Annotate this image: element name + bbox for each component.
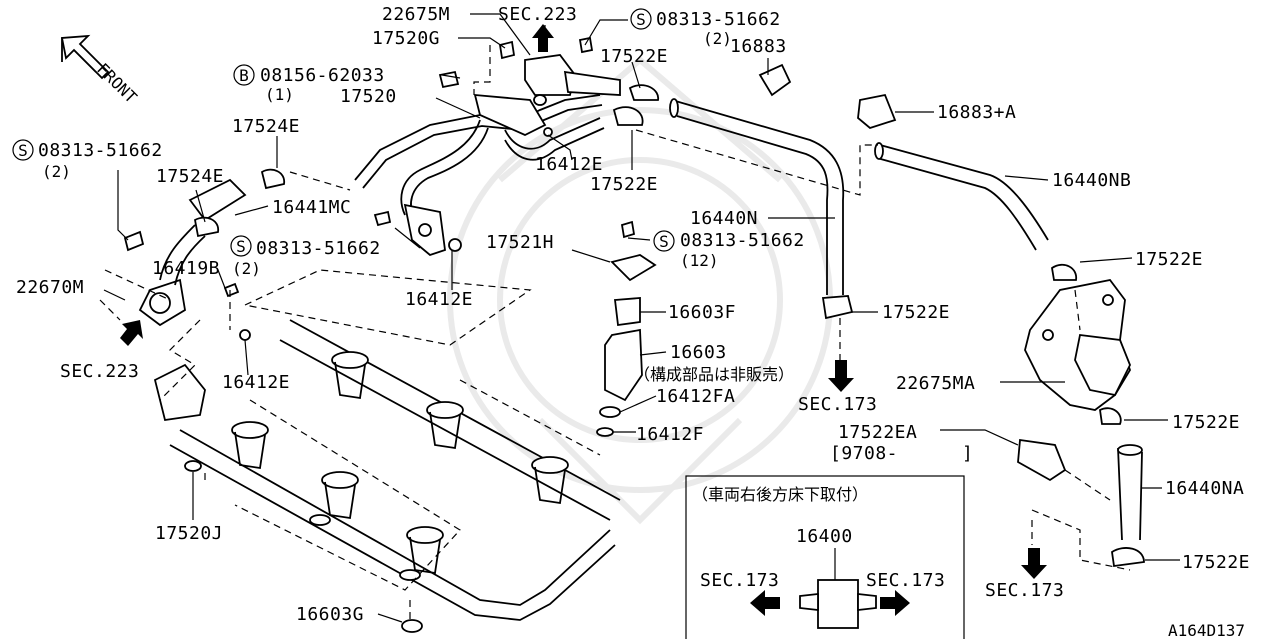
- part-label-17524E-b[interactable]: 17524E: [156, 166, 224, 187]
- screw-symbol-label: S: [659, 232, 669, 251]
- screw-symbol-icon: [230, 235, 252, 257]
- sec223-left-arrow-icon: [120, 320, 143, 346]
- screw-symbol-label: S: [636, 10, 646, 29]
- inset-sec173-right-label[interactable]: SEC.173: [866, 570, 945, 591]
- sec223-left-label[interactable]: SEC.223: [60, 361, 139, 382]
- fuel-filter-16400: [799, 548, 877, 629]
- part-label-16412FA[interactable]: 16412FA: [656, 386, 735, 407]
- qty-08156: (1): [265, 85, 294, 104]
- part-label-16440N[interactable]: 16440N: [690, 208, 758, 229]
- fuel-pipe-17520: [354, 93, 605, 257]
- part-label-17520J[interactable]: 17520J: [155, 523, 223, 544]
- reference-lines: [99, 45, 1131, 620]
- part-label-17522E-c[interactable]: 17522E: [882, 302, 950, 323]
- inset-sec173-left-label[interactable]: SEC.173: [700, 570, 779, 591]
- bolt-symbol-icon: [233, 64, 255, 86]
- date-17522EA-end: ]: [962, 443, 973, 464]
- pressure-regulator: [498, 24, 621, 96]
- part-label-17524E-a[interactable]: 17524E: [232, 116, 300, 137]
- hose-16440NA: [1111, 444, 1145, 568]
- bracket-22675MA: [1024, 263, 1131, 425]
- hose-16440NB: [874, 142, 1049, 251]
- inset-sec173-right-arrow-icon: [880, 590, 910, 616]
- date-17522EA: [9708-: [830, 443, 898, 464]
- front-arrow-icon: [60, 34, 110, 80]
- sec173-right-arrow-icon: [1021, 548, 1047, 579]
- part-label-17522E-top[interactable]: 17522E: [600, 46, 668, 67]
- part-label-17522EA[interactable]: 17522EA: [838, 422, 917, 443]
- part-label-22670M[interactable]: 22670M: [16, 277, 84, 298]
- clip-17522EA: [1017, 438, 1067, 482]
- part-label-08313-center[interactable]: 08313-51662: [256, 238, 381, 259]
- part-label-16883A[interactable]: 16883+A: [937, 102, 1016, 123]
- part-label-17522E-r3[interactable]: 17522E: [1182, 552, 1250, 573]
- part-label-17521H[interactable]: 17521H: [486, 232, 554, 253]
- part-label-22675M[interactable]: 22675M: [382, 4, 450, 25]
- part-label-17522E-r1[interactable]: 17522E: [1135, 249, 1203, 270]
- inset-sec173-left-arrow-icon: [750, 590, 780, 616]
- part-label-17522E-r2[interactable]: 17522E: [1172, 412, 1240, 433]
- sec173-mid-label[interactable]: SEC.173: [798, 394, 877, 415]
- qty-08313-top: (2): [703, 29, 732, 48]
- part-label-08313-right[interactable]: 08313-51662: [680, 230, 805, 251]
- part-label-08156[interactable]: 08156-62033: [260, 65, 385, 86]
- part-label-08313-top[interactable]: 08313-51662: [656, 9, 781, 30]
- part-label-08313-left[interactable]: 08313-51662: [38, 140, 163, 161]
- screw-symbol-icon: [630, 8, 652, 30]
- bolt-symbol-label: B: [239, 66, 249, 85]
- small-parts: [123, 36, 636, 633]
- qty-08313-center: (2): [232, 259, 261, 278]
- part-label-17520[interactable]: 17520: [340, 86, 397, 107]
- inset-title: （車両右後方床下取付）: [692, 485, 868, 504]
- part-label-17520G[interactable]: 17520G: [372, 28, 440, 49]
- qty-08313-right: (12): [680, 251, 719, 270]
- screw-symbol-label: S: [236, 237, 246, 256]
- note-16603: （構成部品は非販売）: [634, 365, 794, 384]
- hose-16440N: [669, 98, 854, 320]
- part-label-16412E-mid[interactable]: 16412E: [535, 154, 603, 175]
- diagram-id: A164D137: [1168, 621, 1245, 639]
- part-label-16400[interactable]: 16400: [796, 526, 853, 547]
- part-label-16412F[interactable]: 16412F: [636, 424, 704, 445]
- front-label: FRONT: [93, 59, 141, 107]
- part-label-16412E-b[interactable]: 16412E: [405, 289, 473, 310]
- part-label-16440NB[interactable]: 16440NB: [1052, 170, 1131, 191]
- leader-lines: [103, 13, 1180, 623]
- part-label-22675MA[interactable]: 22675MA: [896, 373, 975, 394]
- part-label-16441MC[interactable]: 16441MC: [272, 197, 351, 218]
- sec173-mid-arrow-icon: [828, 360, 854, 392]
- sec173-right-label[interactable]: SEC.173: [985, 580, 1064, 601]
- part-label-16883[interactable]: 16883: [730, 36, 787, 57]
- part-label-16603G[interactable]: 16603G: [296, 604, 364, 625]
- screw-symbol-label: S: [18, 141, 28, 160]
- part-label-16603[interactable]: 16603: [670, 342, 727, 363]
- screw-symbol-icon: [12, 139, 34, 161]
- screw-symbol-icon: [653, 230, 675, 252]
- part-label-16440NA[interactable]: 16440NA: [1165, 478, 1244, 499]
- part-label-16412E-c[interactable]: 16412E: [222, 372, 290, 393]
- fuel-rail-assembly: [138, 178, 621, 621]
- qty-08313-left: (2): [42, 162, 71, 181]
- part-label-16419B[interactable]: 16419B: [152, 258, 220, 279]
- inset-box: [685, 475, 965, 639]
- part-label-16603F[interactable]: 16603F: [668, 302, 736, 323]
- part-label-17522E-mid[interactable]: 17522E: [590, 174, 658, 195]
- sec223-top-label[interactable]: SEC.223: [498, 4, 577, 25]
